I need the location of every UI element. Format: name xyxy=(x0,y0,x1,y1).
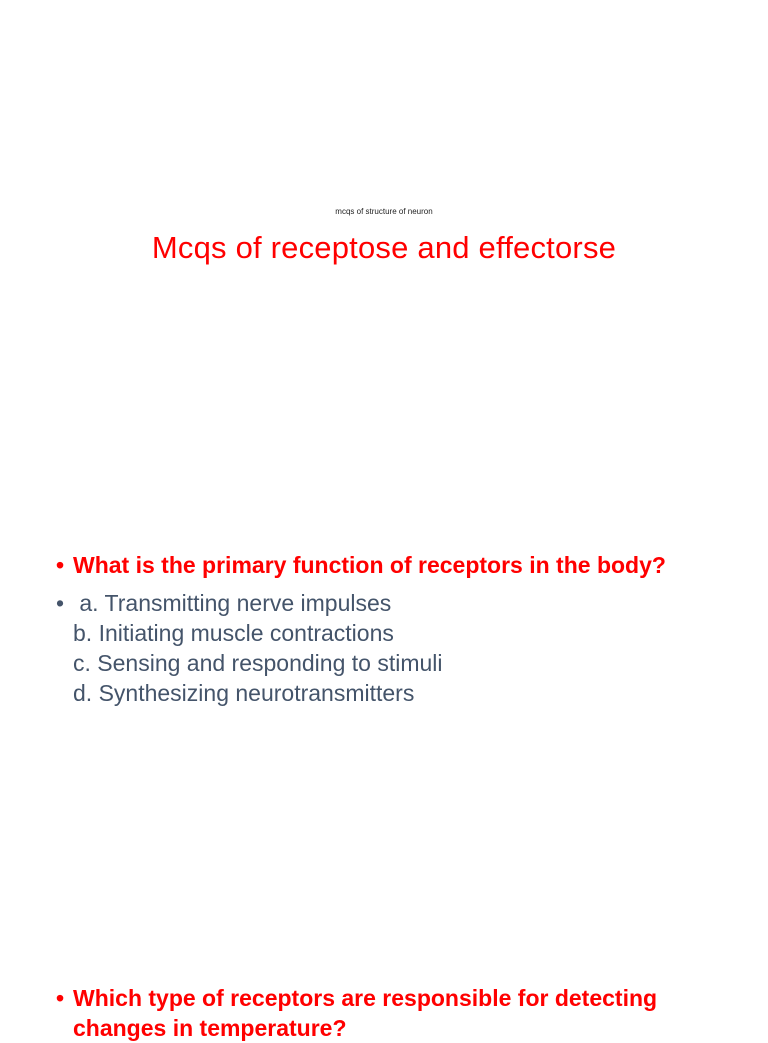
question-block-1: • What is the primary function of recept… xyxy=(56,550,736,708)
page-title: Mcqs of receptose and effectorse xyxy=(151,230,617,265)
question-1-options: • a. Transmitting nerve impulses b. Init… xyxy=(56,588,736,708)
option-d: d. Synthesizing neurotransmitters xyxy=(73,680,415,706)
bullet-glyph: • xyxy=(56,590,65,616)
bullet-glyph: • xyxy=(56,552,65,578)
option-c: c. Sensing and responding to stimuli xyxy=(73,650,443,676)
page-subtitle: mcqs of structure of neuron xyxy=(335,207,433,216)
question-2: • Which type of receptors are responsibl… xyxy=(56,983,736,1043)
question-2-text: Which type of receptors are responsible … xyxy=(73,985,658,1041)
bullet-glyph: • xyxy=(56,985,65,1011)
question-1: • What is the primary function of recept… xyxy=(56,550,736,580)
question-1-text: What is the primary function of receptor… xyxy=(73,552,666,578)
question-block-2: • Which type of receptors are responsibl… xyxy=(56,983,736,1043)
option-b: b. Initiating muscle contractions xyxy=(73,620,394,646)
option-a: a. Transmitting nerve impulses xyxy=(73,590,392,616)
